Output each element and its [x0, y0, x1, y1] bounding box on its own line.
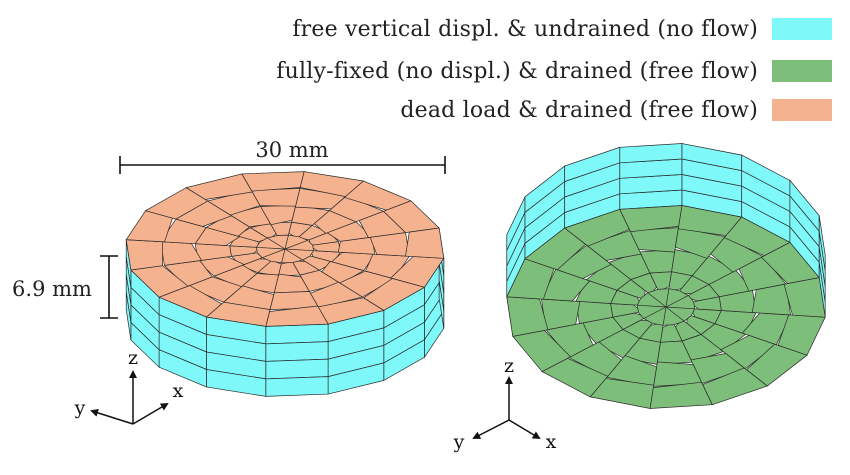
axis-label-z: z: [128, 347, 138, 369]
right-specimen-bottom-face: [506, 205, 826, 409]
right-axis-triad: z x y: [453, 355, 557, 453]
bottom-mesh-edge: [643, 306, 667, 319]
top-mesh-edge: [284, 234, 289, 250]
axis-label-z: z: [504, 355, 514, 377]
top-mesh-edge: [256, 246, 286, 250]
side-mesh-cell: [818, 215, 826, 271]
legend-label: fully-fixed (no displ.) & drained (free …: [276, 58, 758, 84]
top-mesh-edge: [284, 248, 303, 261]
side-mesh-cell: [438, 280, 445, 329]
top-mesh-edge: [284, 240, 308, 250]
diameter-dimension: 30 mm: [119, 138, 446, 174]
legend-item-fixed: fully-fixed (no displ.) & drained (free …: [276, 58, 832, 84]
bottom-mesh-cell: [783, 277, 826, 318]
bottom-mesh-edge: [662, 306, 667, 326]
diameter-label: 30 mm: [255, 138, 328, 162]
side-mesh-cell: [265, 341, 329, 362]
left-specimen-side: [125, 227, 445, 397]
top-mesh-cell: [250, 188, 301, 207]
height-label: 6.9 mm: [12, 277, 92, 301]
top-mesh-edge: [281, 248, 286, 264]
left-specimen: [125, 171, 445, 397]
side-mesh-cell: [619, 143, 683, 164]
bottom-mesh-edge: [665, 295, 689, 308]
top-mesh-cell: [125, 239, 163, 271]
bottom-mesh-edge: [665, 306, 685, 322]
top-mesh-cell: [241, 171, 305, 192]
side-mesh-cell: [265, 358, 329, 380]
right-specimen: [506, 143, 826, 409]
axis-label-y: y: [453, 431, 465, 453]
bottom-mesh-edge: [637, 304, 667, 308]
side-mesh-cell: [265, 323, 329, 345]
left-specimen-top-face: [125, 171, 445, 327]
legend-swatch-orange: [772, 99, 832, 121]
left-axis-triad: z x y: [74, 347, 184, 425]
axis-label-y: y: [74, 397, 86, 419]
side-mesh-cell: [265, 376, 329, 397]
bottom-mesh-edge: [647, 292, 667, 308]
legend-label: free vertical displ. & undrained (no flo…: [292, 16, 758, 42]
legend-swatch-cyan: [772, 18, 832, 40]
top-mesh-edge: [262, 248, 286, 258]
side-mesh-cell: [125, 292, 132, 341]
bottom-mesh-edge: [665, 288, 670, 308]
top-mesh-edge: [284, 248, 314, 252]
legend-label: dead load & drained (free flow): [400, 97, 758, 123]
height-dimension: 6.9 mm: [12, 255, 118, 319]
axis-label-x: x: [173, 380, 184, 402]
right-specimen-side: [506, 143, 826, 337]
bottom-mesh-edge: [665, 306, 695, 310]
axis-label-x: x: [546, 431, 557, 453]
top-mesh-edge: [267, 237, 286, 250]
top-mesh-cell: [405, 227, 445, 259]
legend-item-undrained: free vertical displ. & undrained (no flo…: [292, 16, 832, 42]
legend-item-dead-load: dead load & drained (free flow): [400, 97, 832, 123]
legend-swatch-green: [772, 60, 832, 82]
